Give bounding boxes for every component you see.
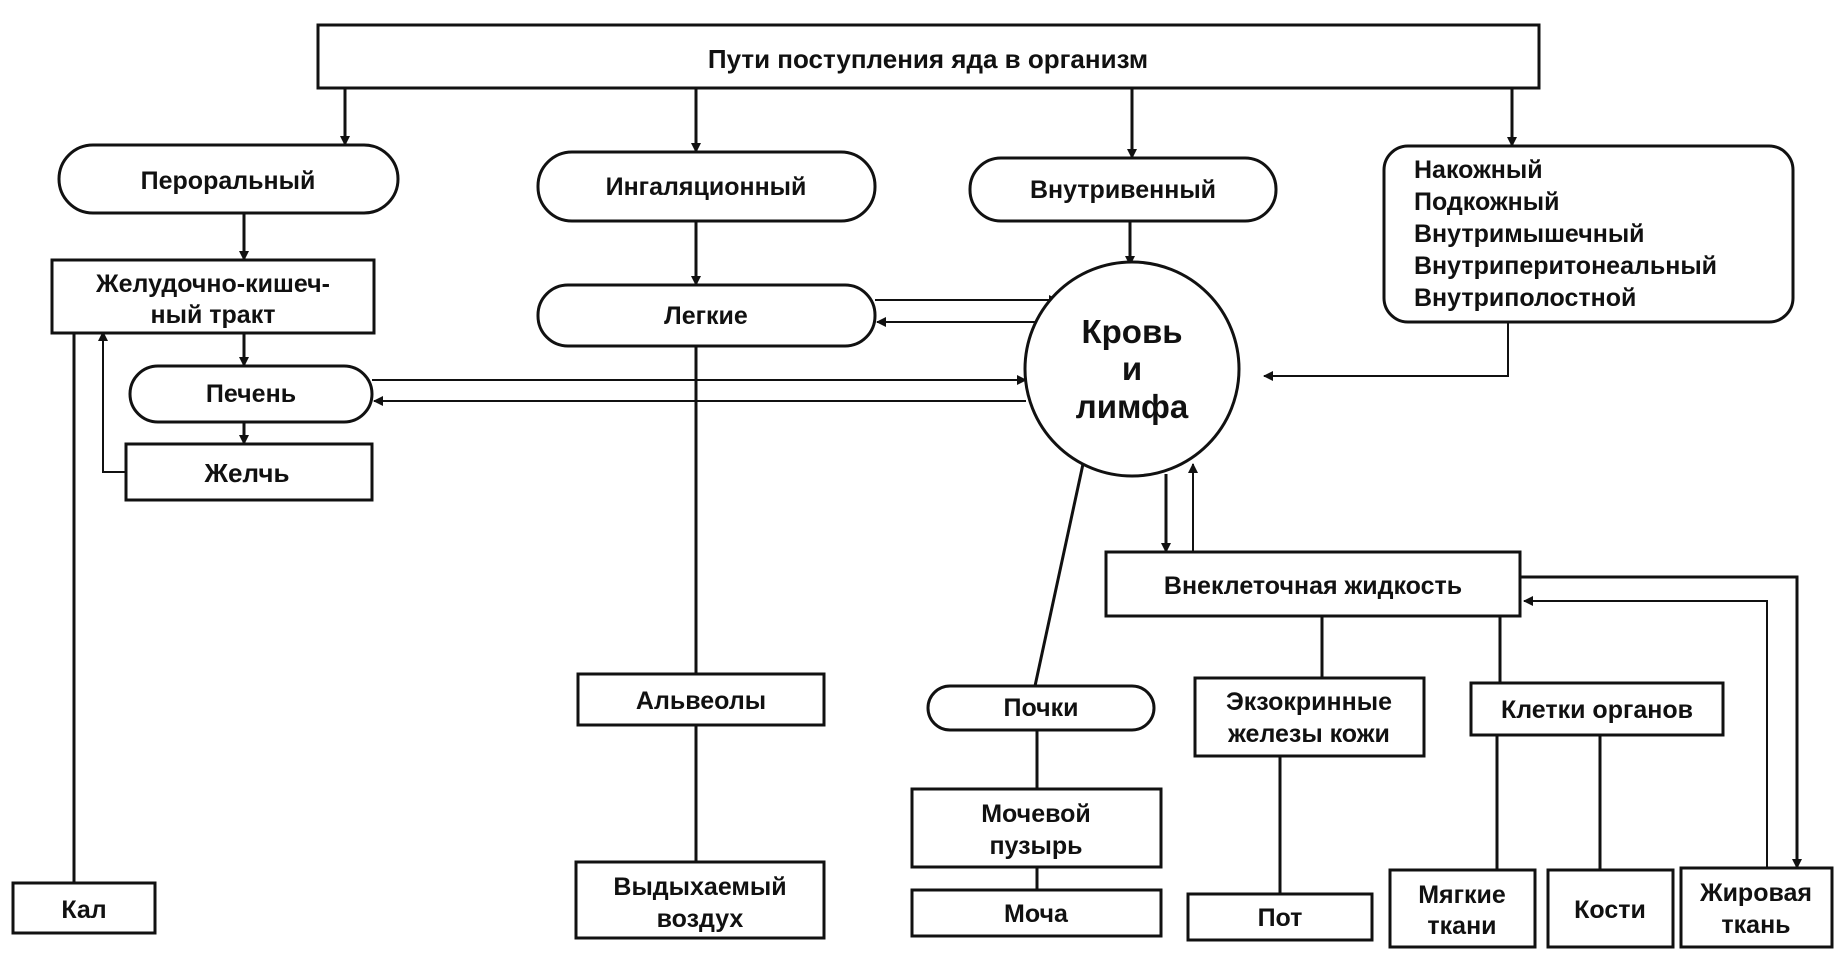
node-bladder: Мочевой пузырь — [910, 787, 1163, 869]
node-liver: Печень — [128, 364, 374, 424]
arrow-fat-extracellular — [1523, 596, 1768, 868]
node-exocrine-glands: Экзокринные железы кожи — [1193, 676, 1426, 758]
extracellular-label: Внеклеточная жидкость — [1164, 572, 1462, 600]
alveoli-label: Альвеолы — [636, 687, 766, 715]
bladder-line1: Мочевой — [981, 800, 1091, 828]
node-feces: Кал — [11, 881, 157, 935]
title-text: Пути поступления яда в организм — [708, 44, 1148, 74]
kidneys-label: Почки — [1003, 694, 1078, 722]
node-blood-lymph: Кровь и лимфа — [1023, 260, 1241, 478]
bones-label: Кости — [1574, 896, 1646, 924]
node-bile: Желчь — [124, 442, 374, 502]
route-cutaneous: Накожный — [1414, 156, 1543, 184]
node-lungs: Легкие — [536, 283, 877, 348]
fat-line2: ткань — [1721, 911, 1790, 939]
feces-label: Кал — [61, 896, 106, 924]
node-sweat: Пот — [1186, 892, 1374, 942]
title-box: Пути поступления яда в организм — [316, 23, 1541, 90]
node-fat-tissue: Жировая ткань — [1679, 866, 1834, 949]
exocrine-line2: железы кожи — [1227, 720, 1390, 748]
arrow-extracellular-fat — [1520, 575, 1802, 869]
gi-tract-line1: Желудочно-кишеч- — [95, 270, 330, 298]
blood-line1: Кровь — [1081, 313, 1182, 350]
node-inhalation: Ингаляционный — [536, 150, 877, 223]
exhaled-line1: Выдыхаемый — [613, 873, 786, 901]
soft-tissue-line2: ткани — [1427, 912, 1496, 940]
sweat-label: Пот — [1258, 904, 1303, 932]
node-intravenous: Внутривенный — [968, 156, 1278, 223]
connectors — [72, 88, 1802, 894]
line-blood-kidneys — [1033, 463, 1085, 687]
organ-cells-label: Клетки органов — [1501, 696, 1693, 724]
lungs-label: Легкие — [664, 302, 748, 330]
exhaled-line2: воздух — [657, 905, 744, 933]
peroral-label: Пероральный — [141, 167, 316, 195]
node-urine: Моча — [910, 888, 1163, 938]
exocrine-line1: Экзокринные — [1226, 688, 1392, 716]
bile-label: Желчь — [204, 458, 290, 488]
blood-line2: и — [1122, 350, 1142, 387]
route-intraperitoneal: Внутриперитонеальный — [1414, 252, 1717, 280]
liver-label: Печень — [206, 380, 296, 408]
fat-line1: Жировая — [1699, 879, 1812, 907]
gi-tract-line2: ный тракт — [151, 301, 276, 329]
arrow-bile-gi — [98, 331, 126, 473]
soft-tissue-line1: Мягкие — [1418, 881, 1506, 909]
node-alveoli: Альвеолы — [576, 672, 826, 727]
node-gi-tract: Желудочно-кишеч- ный тракт — [50, 258, 376, 335]
bladder-line2: пузырь — [989, 832, 1082, 860]
node-other-routes: Накожный Подкожный Внутримышечный Внутри… — [1382, 144, 1795, 324]
route-intracavitary: Внутриполостной — [1414, 284, 1636, 312]
node-bones: Кости — [1546, 868, 1675, 949]
inhalation-label: Ингаляционный — [606, 173, 807, 201]
blood-line3: лимфа — [1076, 388, 1189, 425]
node-exhaled-air: Выдыхаемый воздух — [574, 860, 826, 940]
arrow-other-blood — [1263, 322, 1509, 381]
node-soft-tissue: Мягкие ткани — [1388, 868, 1537, 949]
node-organ-cells: Клетки органов — [1469, 681, 1725, 737]
route-intramuscular: Внутримышечный — [1414, 220, 1645, 248]
intravenous-label: Внутривенный — [1030, 176, 1216, 204]
route-subcutaneous: Подкожный — [1414, 188, 1559, 216]
urine-label: Моча — [1004, 900, 1069, 928]
node-kidneys: Почки — [926, 684, 1156, 732]
node-extracellular-fluid: Внеклеточная жидкость — [1104, 550, 1522, 618]
node-peroral: Пероральный — [57, 143, 400, 215]
